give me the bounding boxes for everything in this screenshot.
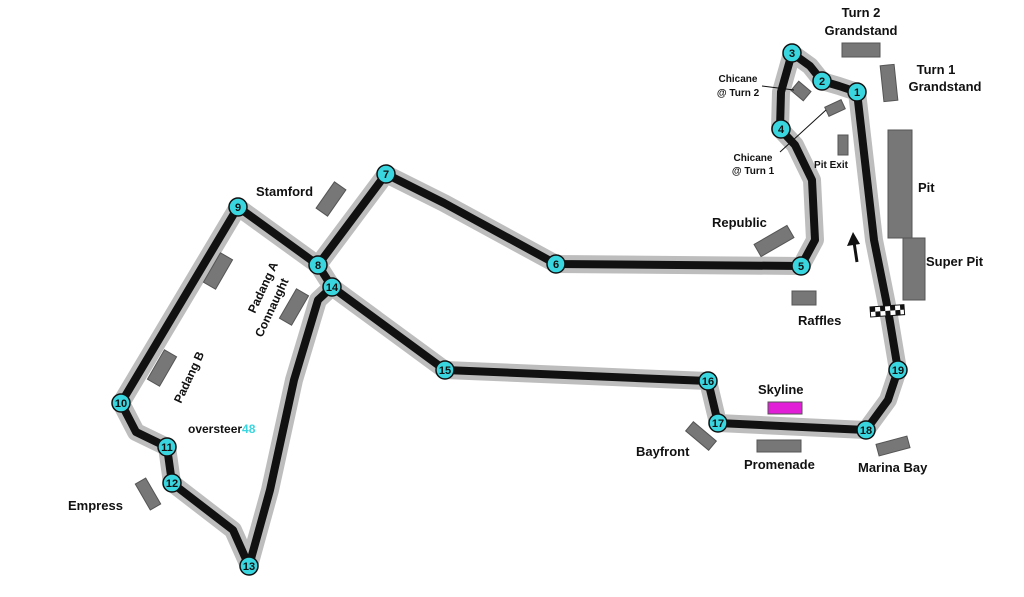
turn-number-19: 19: [892, 365, 904, 377]
chicane-turn2-stand: [790, 80, 812, 102]
turn-marker-14: [322, 277, 342, 297]
turn-marker-9: [228, 197, 248, 217]
skyline-stand: [767, 401, 803, 415]
turn-marker-6: [546, 254, 566, 274]
republic-stand: [753, 224, 795, 258]
turn-marker-8: [308, 255, 328, 275]
stamford-label: Stamford: [256, 184, 313, 199]
turn-number-7: 7: [383, 169, 389, 181]
turn-marker-15: [435, 360, 455, 380]
chicane-turn1-stand: [824, 99, 846, 117]
turn-marker-12: [162, 473, 182, 493]
turn-number-8: 8: [315, 260, 321, 272]
super-pit-label: Super Pit: [926, 254, 984, 269]
bayfront-label: Bayfront: [636, 444, 690, 459]
turn-marker-7: [376, 164, 396, 184]
marina-bay-stand: [875, 435, 911, 457]
connaught-stand: [278, 288, 310, 326]
start-finish-line: [869, 304, 906, 318]
turn-marker-16: [698, 371, 718, 391]
turn-number-5: 5: [798, 261, 804, 273]
turn-number-18: 18: [860, 425, 872, 437]
turn-marker-18: [856, 420, 876, 440]
padang-a-stand: [202, 252, 234, 290]
leader-lines: [761, 85, 827, 153]
chicane-turn2-label-2: @ Turn 2: [717, 88, 760, 99]
turn1-grandstand: [879, 63, 899, 103]
empress-label: Empress: [68, 498, 123, 513]
turn-marker-5: [791, 256, 811, 276]
turn1-grandstand-label: Turn 1: [917, 62, 956, 77]
turn1-grandstand-label-2: Grandstand: [909, 79, 982, 94]
empress-stand: [134, 477, 162, 511]
stamford-stand: [315, 181, 347, 217]
turn-number-4: 4: [778, 124, 785, 136]
turn-number-13: 13: [243, 561, 255, 573]
turn-marker-10: [111, 393, 131, 413]
turn-marker-17: [708, 413, 728, 433]
turn-marker-13: [239, 556, 259, 576]
turn-number-17: 17: [712, 418, 724, 430]
brand-logo-part1: oversteer: [188, 422, 242, 436]
turn-number-11: 11: [161, 442, 173, 454]
turn-marker-19: [888, 360, 908, 380]
chicane-turn2-label: Chicane: [719, 74, 758, 85]
turn-marker-4: [771, 119, 791, 139]
promenade-stand: [756, 439, 802, 453]
turn-marker-1: [847, 82, 867, 102]
turn-number-9: 9: [235, 202, 241, 214]
direction-arrow-icon: [847, 232, 860, 263]
raffles-stand: [791, 290, 817, 306]
turn2-grandstand: [841, 42, 881, 58]
turn-number-14: 14: [326, 282, 339, 294]
turn-number-1: 1: [854, 87, 860, 99]
pit-exit-label: Pit Exit: [814, 160, 849, 171]
turn-number-6: 6: [553, 259, 559, 271]
pit-building: [887, 129, 913, 239]
skyline-label: Skyline: [758, 382, 804, 397]
turn-number-3: 3: [789, 48, 795, 60]
turn-number-12: 12: [166, 478, 178, 490]
padang-b-stand: [146, 349, 178, 387]
promenade-label: Promenade: [744, 457, 815, 472]
turn2-grandstand-label-2: Grandstand: [825, 23, 898, 38]
grandstands: [134, 42, 926, 511]
turn-number-2: 2: [819, 76, 825, 88]
turn-marker-2: [812, 71, 832, 91]
chicane-turn1-label: Chicane: [734, 153, 773, 164]
turn2-grandstand-label: Turn 2: [842, 5, 881, 20]
chicane-turn1-label-2: @ Turn 1: [732, 166, 775, 177]
pit-label: Pit: [918, 180, 935, 195]
brand-logo-part2: 48: [242, 422, 256, 436]
brand-logo: oversteer48: [188, 422, 256, 436]
turn-marker-3: [782, 43, 802, 63]
turn-number-15: 15: [439, 365, 451, 377]
turn-marker-11: [157, 437, 177, 457]
turn-number-16: 16: [702, 376, 714, 388]
super-pit-building: [902, 237, 926, 301]
raffles-label: Raffles: [798, 313, 841, 328]
pit-exit-stand: [837, 134, 849, 156]
bayfront-stand: [684, 421, 718, 451]
marina-bay-label: Marina Bay: [858, 460, 928, 475]
republic-label: Republic: [712, 215, 767, 230]
turn-number-10: 10: [115, 398, 127, 410]
